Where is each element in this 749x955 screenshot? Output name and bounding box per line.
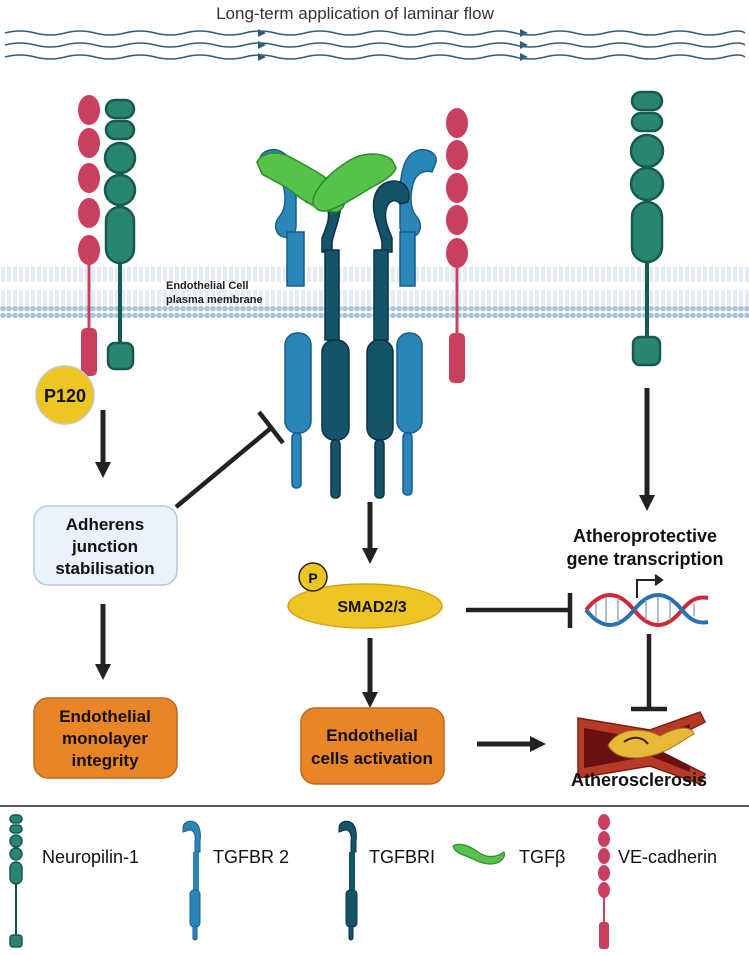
p120-label: P120	[44, 386, 86, 406]
adherens-line2: junction	[71, 537, 138, 556]
legend-vecadherin-label: VE-cadherin	[618, 847, 717, 867]
monolayer-line3: integrity	[71, 751, 139, 770]
legend-vecadherin-icon	[598, 814, 610, 949]
neuropilin-right	[629, 90, 665, 367]
activation-line1: Endothelial	[326, 726, 418, 745]
phospho-label: P	[308, 570, 317, 586]
legend-tgfbr1-label: TGFBRI	[369, 847, 435, 867]
adherens-line3: stabilisation	[55, 559, 154, 578]
activation-box	[300, 707, 445, 785]
tgfbr2-right	[396, 148, 437, 496]
monolayer-line1: Endothelial	[59, 707, 151, 726]
athero-protective-line1: Atheroprotective	[573, 526, 717, 546]
tgfbr1-right	[366, 180, 410, 499]
athero-protective-line2: gene transcription	[566, 549, 723, 569]
tgfb-ligand	[256, 152, 397, 213]
transcription-start-icon	[636, 574, 664, 598]
adherens-line1: Adherens	[66, 515, 144, 534]
monolayer-line2: monolayer	[62, 729, 148, 748]
tgfbr1-left	[304, 180, 350, 499]
artery-plaque-icon	[577, 711, 707, 785]
membrane-label-line2: plasma membrane	[166, 294, 263, 306]
monolayer-box	[33, 697, 178, 779]
laminar-flow-lines	[4, 30, 746, 60]
phospho-circle	[298, 562, 328, 592]
ve-cadherin-right	[446, 108, 468, 383]
membrane-label-line1: Endothelial Cell	[166, 280, 249, 292]
p120-circle	[35, 365, 95, 425]
atherosclerosis-label: Atherosclerosis	[571, 770, 707, 790]
dna-helix-icon	[584, 593, 709, 627]
smad-ellipse	[287, 583, 443, 629]
flow-arrowheads	[258, 29, 528, 61]
legend-tgfb-icon	[452, 843, 505, 865]
inhibit-adherens-to-receptor	[174, 410, 285, 509]
ve-cadherin-left	[78, 95, 100, 376]
legend-tgfbr2-icon	[182, 820, 201, 941]
activation-line2: cells activation	[311, 749, 433, 768]
smad-label: SMAD2/3	[337, 599, 406, 616]
adherens-box	[33, 505, 178, 586]
legend-tgfb-label: TGFβ	[519, 847, 565, 867]
legend-neuropilin-icon	[9, 814, 23, 948]
flow-title: Long-term application of laminar flow	[216, 4, 495, 23]
neuropilin-left	[103, 98, 137, 371]
legend-tgfbr1-icon	[338, 820, 358, 941]
legend-tgfbr2-label: TGFBR 2	[213, 847, 289, 867]
legend-neuropilin-label: Neuropilin-1	[42, 847, 139, 867]
inhibit-smad-to-transcription	[466, 593, 573, 628]
inhibit-transcription-to-atherosclerosis	[631, 634, 667, 712]
